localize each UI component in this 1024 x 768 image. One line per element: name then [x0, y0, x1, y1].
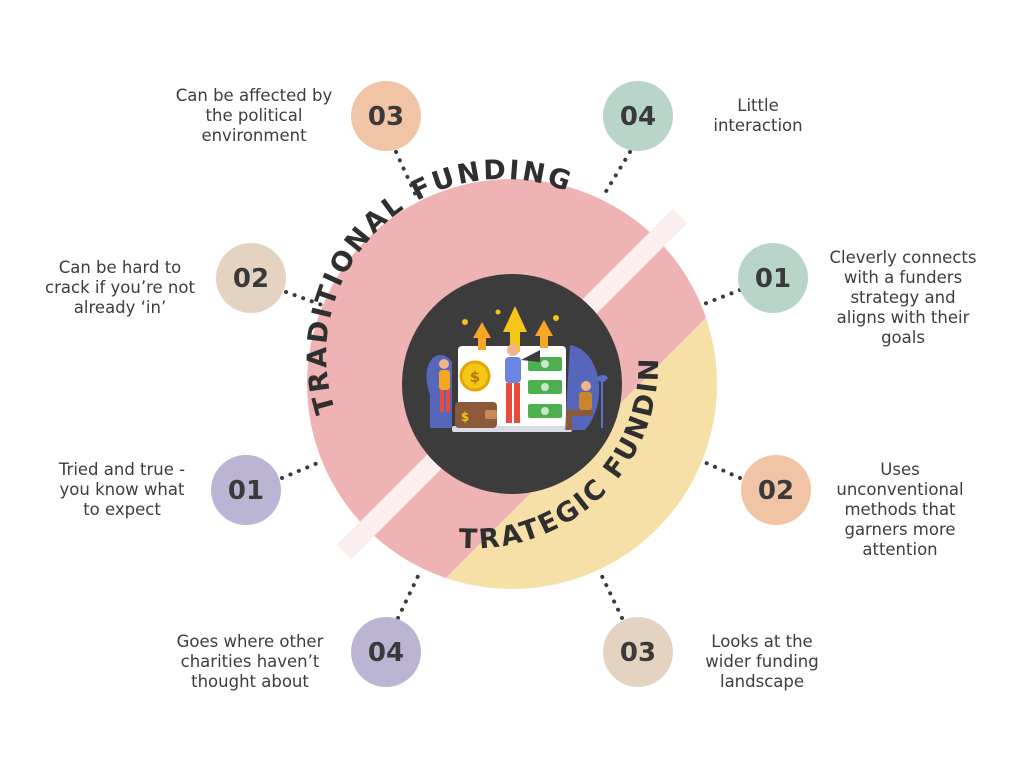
arrow-up-icon [503, 306, 527, 352]
badge-number: 04 [620, 102, 656, 132]
trad-03-description: Can be affected by the political environ… [175, 86, 333, 145]
person-icon [507, 344, 519, 356]
connector-line [396, 570, 422, 620]
coin-icon [459, 360, 491, 392]
connector-line [600, 150, 632, 200]
strat-02-description: Uses unconventional methods that garners… [836, 460, 964, 559]
badge-number: 03 [620, 638, 656, 668]
arrow-up-icon [535, 320, 553, 348]
badge-strat-02: 02 [741, 455, 811, 525]
trad-01-description: Tried and true - you know what to expect [58, 460, 186, 519]
badge-strat-03: 03 [603, 617, 673, 687]
badge-number: 03 [368, 102, 404, 132]
badge-number: 04 [368, 638, 404, 668]
arrow-up-icon [473, 322, 491, 350]
connectors [280, 150, 742, 620]
badge-trad-02: 02 [216, 243, 286, 313]
badge-trad-03: 03 [351, 81, 421, 151]
badge-trad-01: 01 [211, 455, 281, 525]
badge-number: 01 [228, 476, 264, 506]
connector-line [702, 460, 742, 480]
connector-line [598, 570, 624, 620]
strat-04-description: Little interaction [713, 96, 803, 135]
badge-strat-04: 04 [603, 81, 673, 151]
badge-number: 02 [233, 264, 269, 294]
strat-03-description: Looks at the wider funding landscape [705, 632, 819, 691]
strat-01-description: Cleverly connects with a funders strateg… [829, 248, 977, 347]
badge-trad-04: 04 [351, 617, 421, 687]
connector-line [394, 150, 420, 202]
connector-line [280, 460, 322, 480]
badge-number: 01 [755, 264, 791, 294]
badge-strat-01: 01 [738, 243, 808, 313]
svg-text:$: $ [470, 368, 480, 386]
connector-line [284, 290, 324, 307]
svg-text:$: $ [461, 410, 469, 424]
trad-02-description: Can be hard to crack if you’re not alrea… [45, 258, 195, 317]
badge-number: 02 [758, 476, 794, 506]
trad-04-description: Goes where other charities haven’t thoug… [176, 632, 324, 691]
connector-line [702, 288, 742, 306]
funding-growth-illustration: $ $ [426, 306, 608, 432]
wallet-icon [455, 402, 497, 428]
